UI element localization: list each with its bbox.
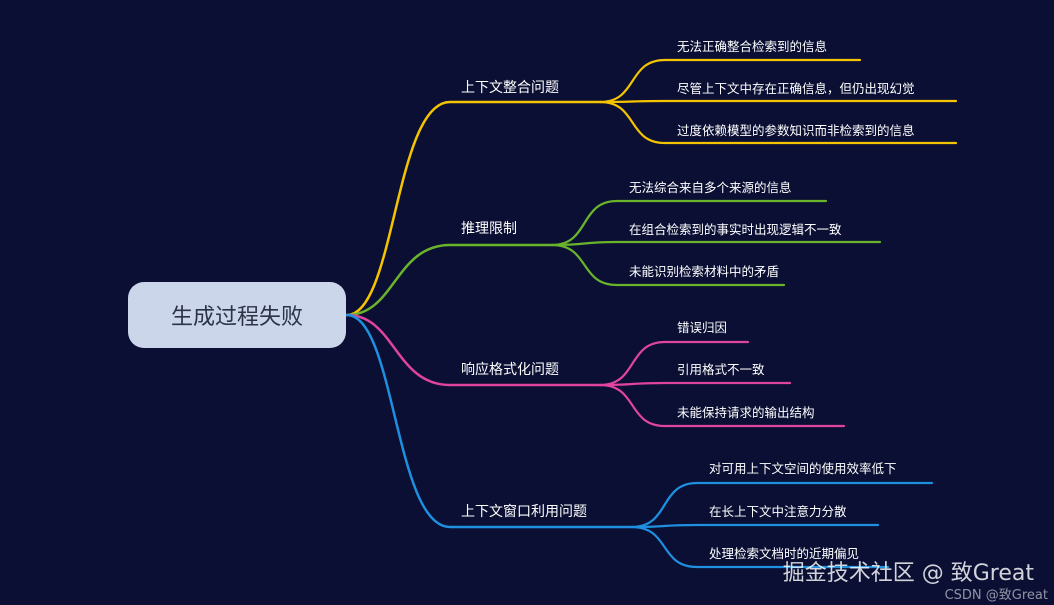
leaf-node[interactable]: 未能保持请求的输出结构 [677,405,815,420]
root-node[interactable]: 生成过程失败 [128,282,346,348]
branch-response-format[interactable]: 响应格式化问题 [461,362,559,378]
leaf-connector [598,58,862,104]
leaf-connector [630,481,934,529]
leaf-connector [630,525,890,569]
branch-connector [345,313,602,387]
branch-context-integration[interactable]: 上下文整合问题 [461,80,559,96]
leaf-connector [598,100,958,145]
leaf-node[interactable]: 在组合检索到的事实时出现逻辑不一致 [629,222,842,237]
leaf-node[interactable]: 错误归因 [677,320,728,335]
branch-reasoning-limits[interactable]: 推理限制 [461,221,517,237]
leaf-connector [550,240,882,247]
leaf-node[interactable]: 无法正确整合检索到的信息 [677,39,828,54]
branch-context-window[interactable]: 上下文窗口利用问题 [461,504,587,520]
leaf-node[interactable]: 无法综合来自多个来源的信息 [629,180,792,195]
leaf-connector [550,199,828,247]
leaf-node[interactable]: 处理检索文档时的近期偏见 [709,546,860,561]
source-credit: CSDN @致Great [944,588,1048,603]
leaf-node[interactable]: 尽管上下文中存在正确信息，但仍出现幻觉 [677,81,915,96]
branch-connector [345,100,602,317]
leaf-connector [630,523,880,529]
leaf-node[interactable]: 过度依赖模型的参数知识而非检索到的信息 [677,123,915,138]
branch-connector [345,243,554,317]
leaf-connector [598,383,846,428]
leaf-connector [598,340,750,387]
leaf-connector [598,99,958,104]
leaf-node[interactable]: 在长上下文中注意力分散 [709,504,847,519]
leaf-node[interactable]: 未能识别检索材料中的矛盾 [629,264,780,279]
branch-connector [345,313,634,529]
watermark: 掘金技术社区 @ 致Great [782,561,1034,586]
leaf-node[interactable]: 对可用上下文空间的使用效率低下 [709,461,897,476]
leaf-connector [598,381,792,387]
root-label: 生成过程失败 [170,305,303,330]
leaf-connector [550,243,786,287]
leaf-node[interactable]: 引用格式不一致 [677,362,765,377]
